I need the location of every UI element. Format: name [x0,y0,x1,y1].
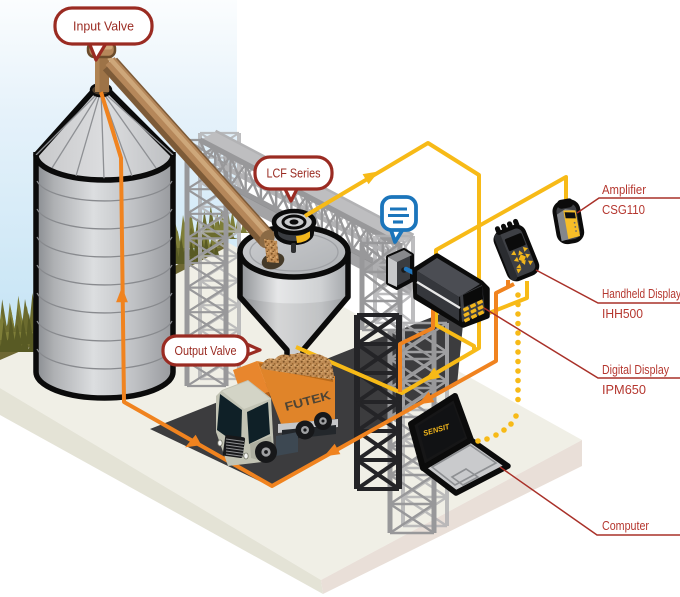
svg-text:Handheld Display: Handheld Display [602,286,680,301]
svg-text:Amplifier: Amplifier [602,182,647,197]
svg-text:Digital Display: Digital Display [602,362,669,377]
svg-text:Output Valve: Output Valve [175,344,237,358]
svg-text:Computer: Computer [602,518,650,533]
svg-text:IPM650: IPM650 [602,382,646,397]
svg-text:Input Valve: Input Valve [73,20,134,34]
svg-text:IHH500: IHH500 [602,306,643,321]
svg-text:LCF Series: LCF Series [267,167,321,181]
svg-text:CSG110: CSG110 [602,202,645,217]
